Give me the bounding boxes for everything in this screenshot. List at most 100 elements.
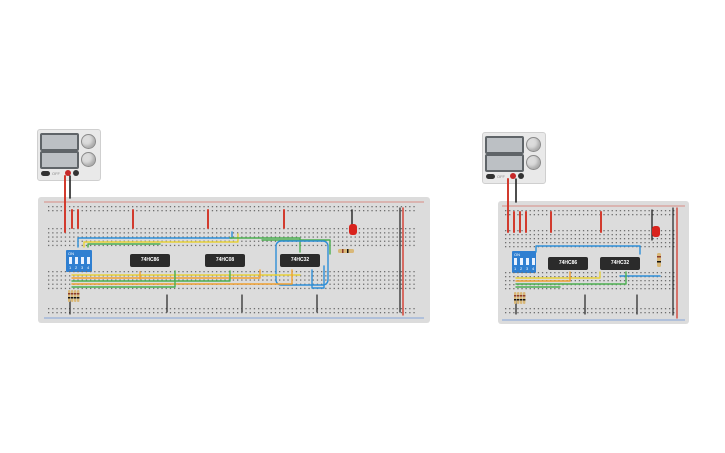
ic-chip-xor[interactable]: 74HC86 [548,257,588,270]
breadboard-hole [295,283,298,285]
breadboard-hole [632,242,634,244]
current-knob[interactable] [526,155,541,170]
breadboard-hole [375,244,377,247]
ic-label: 74HC08 [215,257,235,263]
breadboard-hole [656,288,658,290]
rail-hole [157,210,159,212]
breadboard-hole [636,288,638,290]
rail-hole [554,312,556,314]
breadboard-hole [148,240,151,242]
rail-hole [409,312,411,314]
breadboard-hole [664,230,667,232]
positive-terminal[interactable] [65,170,71,176]
breadboard-hole [295,244,298,247]
ic-chip-or[interactable]: 74HC32 [280,254,320,267]
ic-chip-or[interactable]: 74HC32 [600,257,640,270]
rail-hole [270,308,272,310]
breadboard-hole [325,279,327,281]
wire-green [87,243,161,248]
rail-hole [190,308,193,310]
breadboard-hole [308,271,310,273]
rail-hole [119,312,121,314]
dip-key-3[interactable] [526,258,529,265]
breadboard-hole [375,283,377,285]
breadboard-hole [258,232,260,234]
rail-hole [505,308,507,310]
voltage-knob[interactable] [81,134,96,149]
rail-hole [308,206,310,208]
breadboard-hole [392,240,394,242]
breadboard-hole [94,232,96,234]
negative-terminal[interactable] [518,173,524,179]
breadboard-hole [283,232,285,234]
breadboard-hole [371,287,373,290]
rail-hole [350,210,352,212]
breadboard-hole [648,284,650,286]
breadboard-hole [607,272,609,274]
breadboard-hole [578,242,581,244]
breadboard-hole [358,279,361,281]
breadboard-hole [199,271,201,273]
rail-hole [90,312,92,314]
rail-hole [333,312,335,314]
breadboard-hole [119,287,121,290]
breadboard-hole [619,242,622,244]
ic-chip-xor[interactable]: 74HC86 [130,254,170,267]
dip-key-3[interactable] [81,257,84,264]
dip-key-4[interactable] [532,258,535,265]
power-switch[interactable] [41,171,50,176]
dip-key-1[interactable] [514,258,517,265]
breadboard-hole [241,244,243,247]
breadboard-hole [371,236,373,238]
voltage-knob[interactable] [526,137,541,152]
breadboard-hole [220,240,222,242]
dip-switch-left[interactable]: ON 1 2 3 4 [66,250,92,272]
breadboard-hole [253,228,256,230]
rail-hole [287,312,289,314]
breadboard-hole [106,287,109,290]
breadboard-hole [505,242,507,244]
breadboard-hole [295,287,298,290]
breadboard-hole [52,232,54,234]
breadboard-hole [574,238,576,240]
power-supply-left[interactable]: OFF [37,129,101,181]
negative-terminal[interactable] [73,170,79,176]
breadboard-hole [664,242,667,244]
breadboard-hole [405,279,407,281]
breadboard-hole [245,228,247,230]
dip-key-2[interactable] [520,258,523,265]
breadboard-hole [595,272,597,274]
breadboard-hole [333,236,335,238]
dip-switch-right[interactable]: ON 1 2 3 4 [512,251,536,273]
power-switch[interactable] [486,174,495,179]
breadboard-hole [603,288,605,290]
dip-key-2[interactable] [75,257,78,264]
rail-hole [106,210,109,212]
led [652,226,660,237]
breadboard-hole [81,244,83,247]
rail-hole [611,214,613,216]
rail-hole [405,312,407,314]
positive-terminal[interactable] [510,173,516,179]
breadboard-hole [379,275,382,277]
breadboard-hole [517,246,519,248]
breadboard-hole [619,272,622,274]
breadboard-hole [405,244,407,247]
rail-hole [546,214,548,216]
breadboard-hole [274,240,277,242]
breadboard-hole [375,232,377,234]
power-supply-right[interactable]: OFF [482,132,546,184]
rail-hole [409,308,411,310]
breadboard-hole [566,276,568,278]
ic-chip-and[interactable]: 74HC08 [205,254,245,267]
resistor [517,292,520,304]
rail-hole [144,308,146,310]
rail-hole [132,312,134,314]
breadboard-hole [673,246,675,248]
breadboard-hole [60,244,62,247]
dip-key-4[interactable] [87,257,90,264]
current-knob[interactable] [81,152,96,167]
dip-key-1[interactable] [69,257,72,264]
rail-hole [509,312,511,314]
rail-hole [367,312,369,314]
